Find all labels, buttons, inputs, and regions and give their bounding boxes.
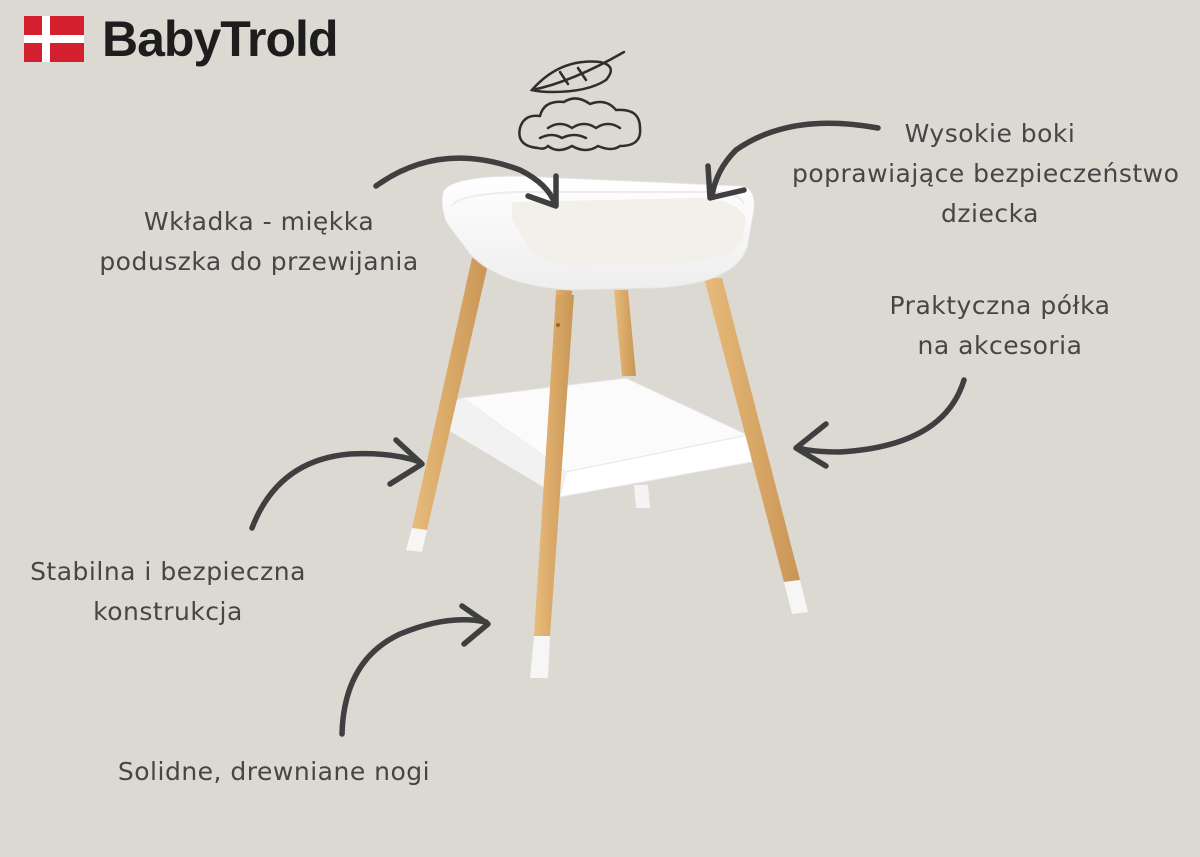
label-line: Stabilna i bezpieczna bbox=[30, 557, 306, 586]
front-leg-center bbox=[530, 295, 574, 678]
label-line: dziecka bbox=[941, 199, 1039, 228]
shelf bbox=[448, 377, 753, 498]
cloud-icon bbox=[518, 97, 642, 152]
label-line: Wkładka - miękka bbox=[143, 207, 375, 236]
label-line: na akcesoria bbox=[917, 331, 1083, 360]
front-leg-left bbox=[406, 258, 489, 552]
arrow-high-sides bbox=[705, 120, 881, 201]
label-stable: Stabilna i bezpieczna konstrukcja bbox=[18, 552, 318, 632]
danish-flag-icon bbox=[24, 16, 84, 62]
back-leg-right bbox=[614, 290, 650, 508]
arrow-shelf bbox=[793, 377, 967, 469]
label-line: Praktyczna półka bbox=[889, 291, 1111, 320]
arrow-insert bbox=[373, 155, 559, 209]
label-high-sides: Wysokie boki poprawiające bezpieczeństwo… bbox=[780, 114, 1200, 234]
label-legs: Solidne, drewniane nogi bbox=[92, 752, 456, 792]
label-line: poduszka do przewijania bbox=[99, 247, 419, 276]
label-line: poprawiające bezpieczeństwo bbox=[792, 159, 1180, 188]
label-line: konstrukcja bbox=[93, 597, 243, 626]
label-shelf: Praktyczna półka na akcesoria bbox=[870, 286, 1130, 366]
brand-name: BabyTrold bbox=[102, 11, 338, 67]
changing-tray bbox=[441, 175, 755, 291]
label-insert: Wkładka - miękka poduszka do przewijania bbox=[94, 202, 424, 282]
front-leg-right bbox=[704, 278, 808, 614]
label-line: Solidne, drewniane nogi bbox=[117, 757, 431, 786]
arrow-stable bbox=[249, 437, 425, 531]
label-line: Wysokie boki bbox=[904, 119, 1076, 148]
brand-logo: BabyTrold bbox=[24, 11, 338, 67]
feather-icon bbox=[529, 50, 626, 94]
arrow-legs bbox=[339, 603, 491, 737]
